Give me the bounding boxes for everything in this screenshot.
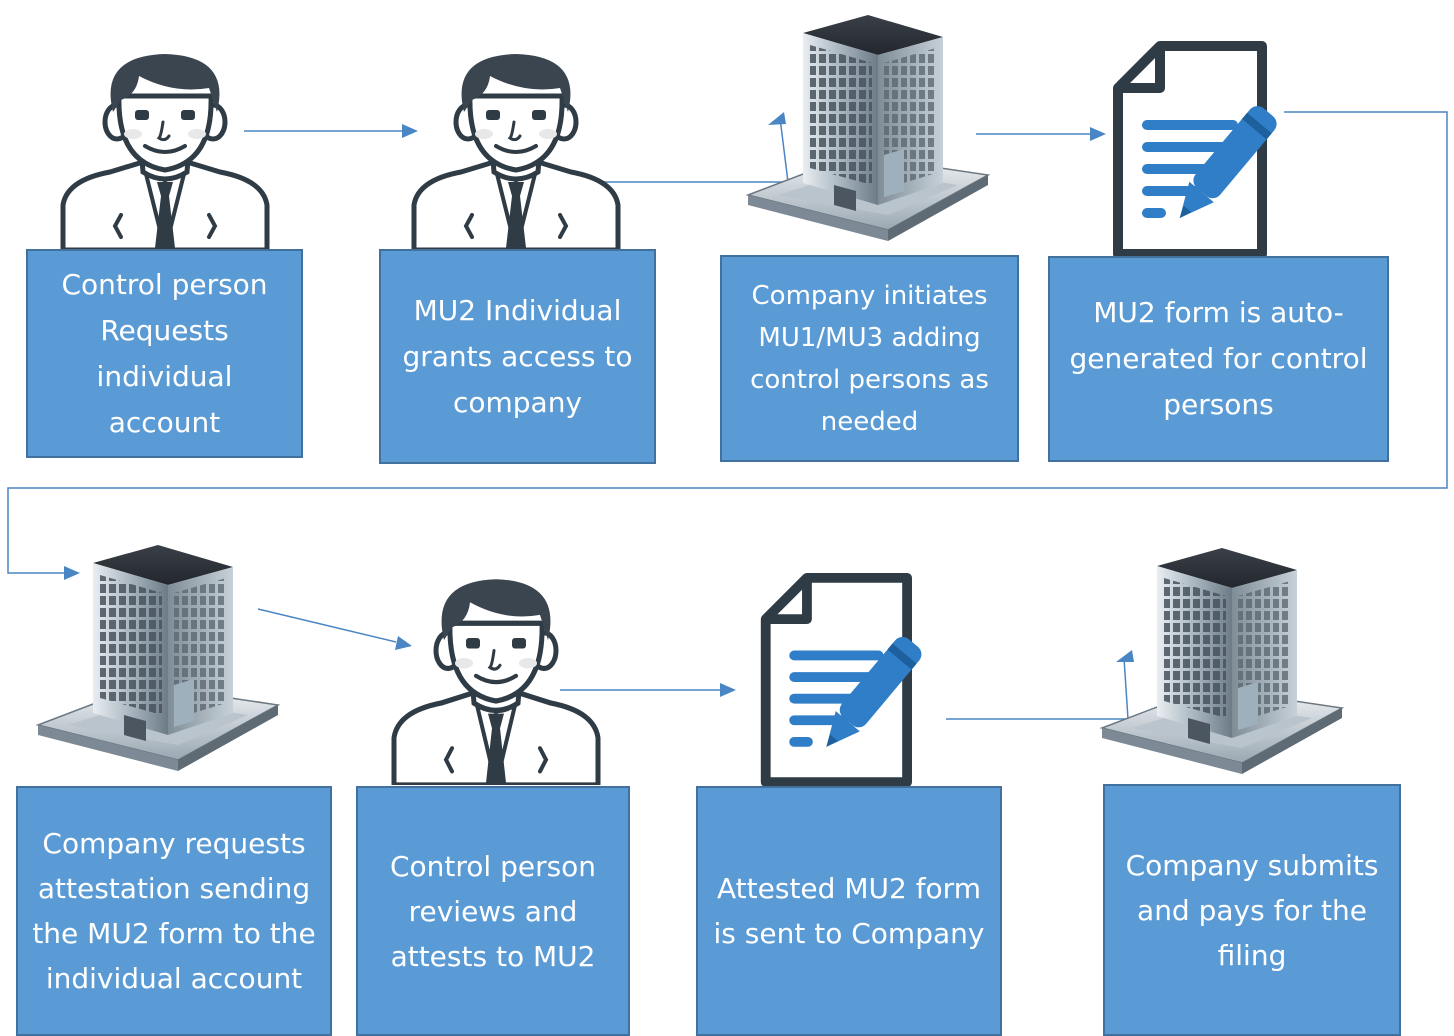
document-pen-icon — [758, 572, 958, 788]
step-3-box: Company initiates MU1/MU3 adding control… — [720, 255, 1019, 462]
step-5-box: Company requests attestation sending the… — [16, 786, 332, 1036]
document-pen-icon — [1112, 40, 1312, 260]
step-2-box: MU2 Individual grants access to company — [379, 249, 656, 464]
person-icon — [55, 50, 275, 250]
person-icon — [406, 50, 626, 250]
step-4-text: MU2 form is auto-generated for control p… — [1069, 296, 1368, 421]
arrowhead — [720, 683, 736, 697]
step-3-text: Company initiates MU1/MU3 adding control… — [750, 280, 989, 437]
step-1-box: Control person Requests individual accou… — [26, 249, 303, 458]
step-7-text: Attested MU2 form is sent to Company — [713, 872, 985, 950]
step-4-box: MU2 form is auto-generated for control p… — [1048, 256, 1389, 462]
office-building-icon — [28, 535, 288, 785]
step-5-text: Company requests attestation sending the… — [32, 827, 316, 995]
step-6-box: Control person reviews and attests to MU… — [356, 786, 630, 1036]
step-1-text: Control person Requests individual accou… — [61, 267, 268, 439]
arrowhead — [1090, 127, 1106, 141]
step-2-text: MU2 Individual grants access to company — [402, 293, 633, 419]
step-7-box: Attested MU2 form is sent to Company — [696, 786, 1002, 1036]
office-building-icon — [1092, 538, 1352, 788]
person-icon — [386, 575, 606, 785]
step-8-text: Company submits and pays for the filing — [1125, 848, 1379, 972]
office-building-icon — [738, 5, 998, 255]
step-8-box: Company submits and pays for the filing — [1103, 784, 1401, 1036]
step-6-text: Control person reviews and attests to MU… — [389, 849, 597, 973]
